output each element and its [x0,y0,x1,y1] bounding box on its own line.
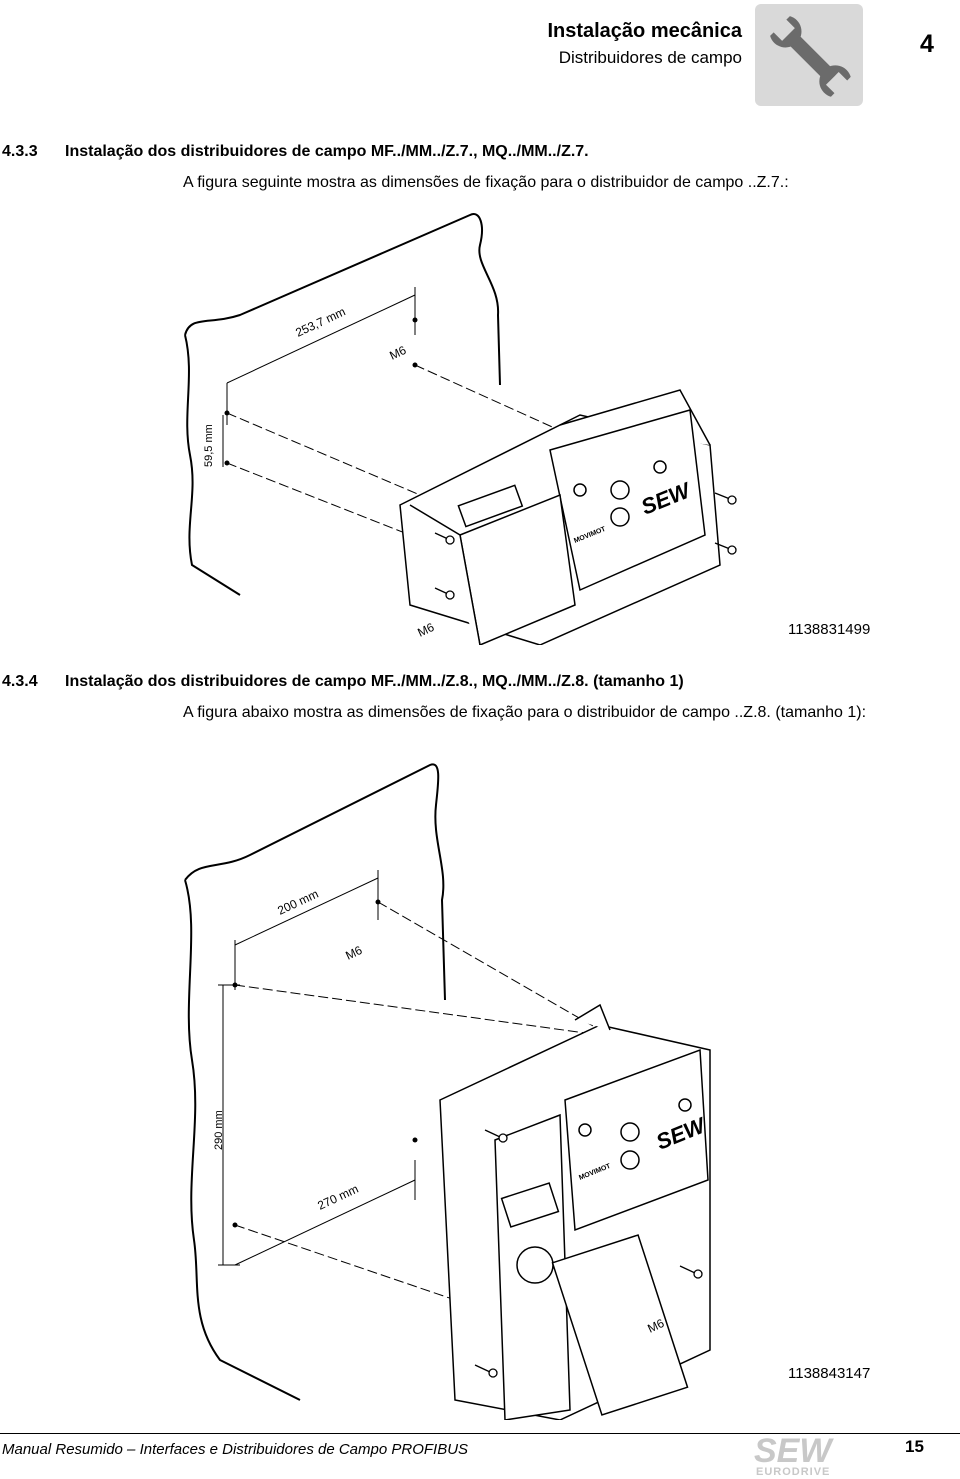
figure-z7-mounting: 253,7 mm 59,5 mm M6 SEW MOVIMOT M6 [184,213,737,645]
svg-text:SEW: SEW [754,1432,834,1470]
page-number: 15 [905,1437,924,1456]
section-title: Instalação dos distribuidores de campo M… [65,143,589,160]
dim-bottom-label: 270 mm [315,1182,360,1213]
screw-top-label: M6 [343,943,364,963]
wrench-icon [755,4,863,106]
dim-height-label: 290 mm [213,1110,225,1150]
footer-rule [0,1433,960,1434]
device-z8 [439,1003,711,1420]
header-title: Instalação mecânica [547,20,742,42]
section-text: A figura abaixo mostra as dimensões de f… [183,704,867,721]
figure-z8-mounting: 200 mm 290 mm 270 mm M6 SEW MOVIMOT M6 [184,763,711,1420]
wall-outline [184,213,501,596]
figure-id: 1138843147 [788,1365,871,1382]
header-subtitle: Distribuidores de campo [558,48,742,67]
svg-text:EURODRIVE: EURODRIVE [756,1466,830,1476]
dim-height-label: 59,5 mm [203,424,215,467]
screw-bottom-label: M6 [415,620,436,640]
device-z7 [399,389,721,645]
chapter-number: 4 [920,30,934,58]
screw-top-label: M6 [387,343,408,363]
section-number: 4.3.4 [2,673,38,690]
screw-icon [474,1129,703,1378]
dim-width-label: 253,7 mm [293,304,347,339]
section-number: 4.3.3 [2,143,38,160]
screw-bottom-label: M6 [645,1316,666,1336]
section-text: A figura seguinte mostra as dimensões de… [183,174,789,191]
section-title: Instalação dos distribuidores de campo M… [65,673,684,690]
dim-width-label: 200 mm [275,887,320,918]
footer-text: Manual Resumido – Interfaces e Distribui… [2,1441,469,1458]
sew-eurodrive-logo: SEW EURODRIVE [754,1432,834,1476]
screw-icon [434,492,737,600]
figure-id: 1138831499 [788,621,871,638]
wall-outline [184,763,446,1401]
